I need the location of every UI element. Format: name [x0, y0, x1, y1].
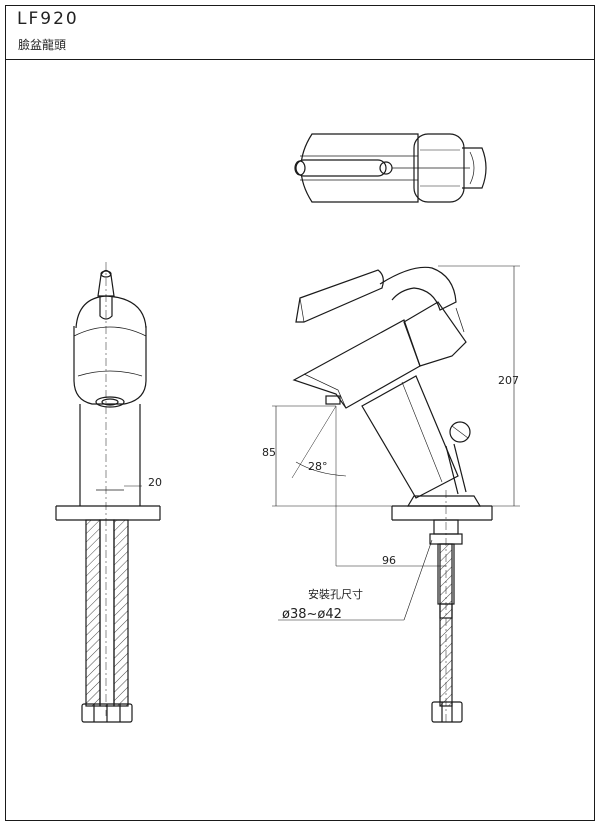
dim-side-width: 20	[148, 476, 162, 489]
front-view	[55, 262, 161, 723]
sheet-border	[5, 5, 595, 821]
model-number: LF920	[17, 9, 79, 29]
mounting-label: 安裝孔尺寸	[308, 587, 363, 601]
dim-spout-reach: 96	[382, 554, 396, 567]
title-divider	[5, 59, 595, 60]
top-view	[294, 133, 487, 203]
dim-spout-height: 85	[262, 446, 276, 459]
mounting-hole-range: ø38~ø42	[282, 607, 342, 622]
dim-total-height: 207	[498, 374, 519, 387]
product-name: 臉盆龍頭	[18, 38, 67, 52]
dim-spout-angle: 28°	[308, 460, 328, 473]
side-view	[272, 265, 520, 723]
